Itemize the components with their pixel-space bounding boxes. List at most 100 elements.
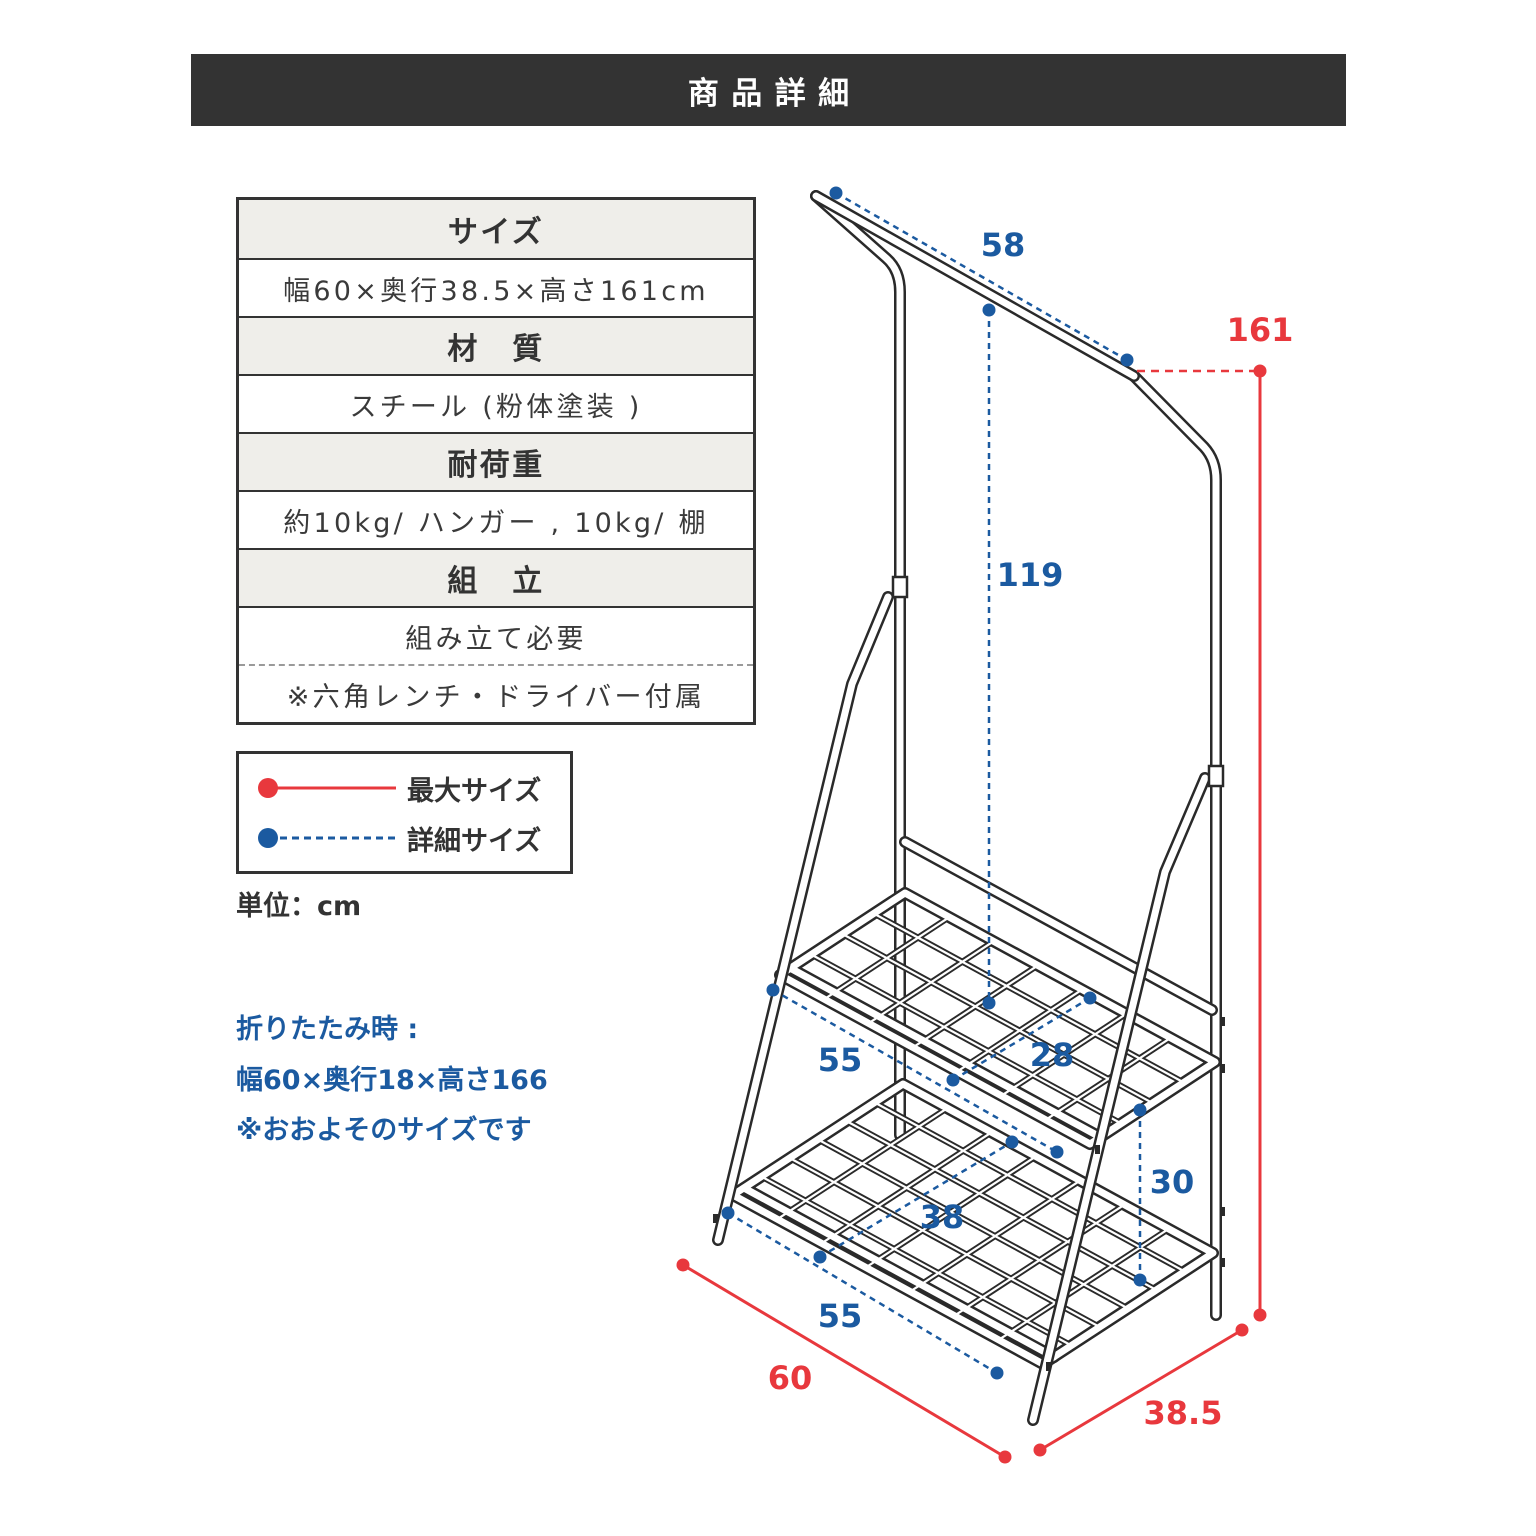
folded-note: ※おおよそのサイズです xyxy=(236,1115,532,1146)
dimension-dot xyxy=(1050,1145,1064,1159)
bolt xyxy=(713,1214,718,1223)
dimension-hanger-width: 58 xyxy=(829,186,1134,367)
left-leg-inner xyxy=(714,593,892,1244)
lower-shelf-wire-inner xyxy=(816,1138,1130,1310)
dimension-dot xyxy=(990,1366,1004,1380)
max-size-swatch xyxy=(258,778,396,798)
upper-shelf-wire-inner xyxy=(841,932,1154,1105)
dimension-dot xyxy=(982,303,996,317)
dimension-dot xyxy=(1133,1103,1147,1117)
lower-shelf-wire-inner xyxy=(909,1179,1082,1293)
assembly-note: ※六角レンチ・ドライバー付属 xyxy=(239,664,753,722)
dimension-dot xyxy=(1235,1323,1249,1337)
upper-shelf-frame-inner xyxy=(776,889,1219,1148)
lower-shelf xyxy=(727,1078,1219,1370)
right-post-inner xyxy=(1130,372,1220,1319)
unit-note: 単位：cm xyxy=(236,891,362,922)
legend-label-detail-size: 詳細サイズ xyxy=(407,825,542,857)
upper-shelf-wire-inner xyxy=(872,912,1185,1084)
dimension-total-width: 60 xyxy=(676,1258,1012,1464)
total-height-label: 161 xyxy=(1227,311,1294,349)
folded-size-block: 折りたたみ時 : 幅60×奥行18×高さ166 ※おおよそのサイズです xyxy=(236,1005,548,1157)
size-value: 幅60×奥行38.5×高さ161cm xyxy=(239,258,753,316)
lower-shelf-wire-inner xyxy=(845,1119,1158,1292)
lower-shelf-wire-inner xyxy=(788,1156,1101,1329)
upper-shelf-wire-inner xyxy=(956,988,1084,1073)
dimension-dot xyxy=(1005,1135,1019,1149)
dimension-dot xyxy=(1033,1443,1047,1457)
total-width-line xyxy=(682,1263,1006,1459)
lower-shelf-wire-inner xyxy=(760,1175,1073,1347)
dimension-dot xyxy=(998,1450,1012,1464)
assembly-value: 組み立て必要 xyxy=(239,606,753,664)
dimension-dot xyxy=(829,186,843,200)
dimension-dot xyxy=(1253,1308,1267,1322)
rack-front-legs xyxy=(712,575,1225,1426)
assembly-heading: 組 立 xyxy=(239,548,753,606)
lower-shelf-wire-inner xyxy=(953,1203,1126,1317)
total-width-label: 60 xyxy=(768,1359,813,1397)
back-rail-inner xyxy=(901,838,1216,1014)
dimension-total-depth: 38.5 xyxy=(1033,1323,1249,1457)
material-value: スチール (粉体塗装 ) xyxy=(239,374,753,432)
upper-shelf-depth-line xyxy=(952,996,1091,1082)
hanger-width-label: 58 xyxy=(981,226,1026,264)
left-post-inner xyxy=(812,192,904,1139)
legend-item-max-size: 最大サイズ xyxy=(258,768,541,808)
lower-shelf-wire-inner xyxy=(776,1107,949,1221)
rack-back-frame xyxy=(810,190,1222,1321)
dimension-dot xyxy=(982,996,996,1010)
lower-shelf-wire-inner xyxy=(864,1155,1037,1269)
material-heading: 材 質 xyxy=(239,316,753,374)
dimension-dot xyxy=(721,1206,735,1220)
folded-heading: 折りたたみ時 : xyxy=(236,1014,419,1045)
page-title: 商品詳細 xyxy=(687,75,862,112)
load-capacity-value: 約10kg/ ハンガー , 10kg/ 棚 xyxy=(239,490,753,548)
right-leg-inner xyxy=(1029,774,1209,1424)
size-heading: サイズ xyxy=(239,200,753,258)
bolt xyxy=(1220,1207,1225,1216)
dimension-upper-shelf-width: 55 xyxy=(766,983,1064,1159)
dimension-dot xyxy=(766,983,780,997)
upper-shelf-depth-label: 28 xyxy=(1030,1036,1075,1074)
upper-shelf xyxy=(774,887,1221,1150)
lower-shelf-width-line xyxy=(727,1211,998,1375)
upper-shelf-wire-inner xyxy=(810,953,1123,1125)
bolt xyxy=(1220,1064,1225,1073)
bolt xyxy=(1095,1145,1100,1154)
left-hinge xyxy=(891,575,909,599)
lower-shelf-width-label: 55 xyxy=(818,1297,863,1335)
dimension-shelf-spacing: 30 xyxy=(1133,1103,1195,1287)
load-capacity-heading: 耐荷重 xyxy=(239,432,753,490)
bolt xyxy=(1220,1017,1225,1026)
total-depth-line xyxy=(1039,1328,1243,1452)
lower-shelf-depth-line xyxy=(819,1140,1013,1259)
upper-shelf-front-guard-inner xyxy=(786,964,1104,1141)
bolt xyxy=(1220,1258,1225,1267)
dimension-lower-shelf-depth: 38 xyxy=(813,1135,1019,1264)
right-hinge xyxy=(1207,764,1225,788)
lower-shelf-front-guard-inner xyxy=(740,1184,1058,1361)
hanger-rod-inner xyxy=(812,192,1138,380)
dimension-lower-shelf-width: 55 xyxy=(721,1206,1004,1380)
dimension-total-height: 161 xyxy=(1137,311,1293,1322)
dimension-upper-shelf-depth: 28 xyxy=(946,991,1097,1087)
dimension-dot xyxy=(946,1073,960,1087)
shelf-spacing-label: 30 xyxy=(1150,1163,1195,1201)
hanger-height-label: 119 xyxy=(997,556,1064,594)
upper-shelf-wire-inner xyxy=(867,940,995,1025)
folded-size: 幅60×奥行18×高さ166 xyxy=(236,1064,548,1096)
total-depth-label: 38.5 xyxy=(1144,1394,1223,1432)
dimension-dot xyxy=(1083,991,1097,1005)
lower-shelf-wire-inner xyxy=(873,1101,1186,1273)
upper-shelf-width-label: 55 xyxy=(818,1041,863,1079)
detail-size-swatch-dot xyxy=(258,828,278,848)
upper-shelf-wire-inner xyxy=(911,964,1039,1049)
detail-size-swatch xyxy=(258,828,396,848)
dimension-hanger-height: 119 xyxy=(982,303,1064,1010)
dimension-dot xyxy=(813,1250,827,1264)
spec-table: サイズ 幅60×奥行38.5×高さ161cm 材 質 スチール (粉体塗装 ) … xyxy=(236,197,756,725)
lower-shelf-depth-label: 38 xyxy=(920,1198,965,1236)
dimension-dot xyxy=(1133,1273,1147,1287)
